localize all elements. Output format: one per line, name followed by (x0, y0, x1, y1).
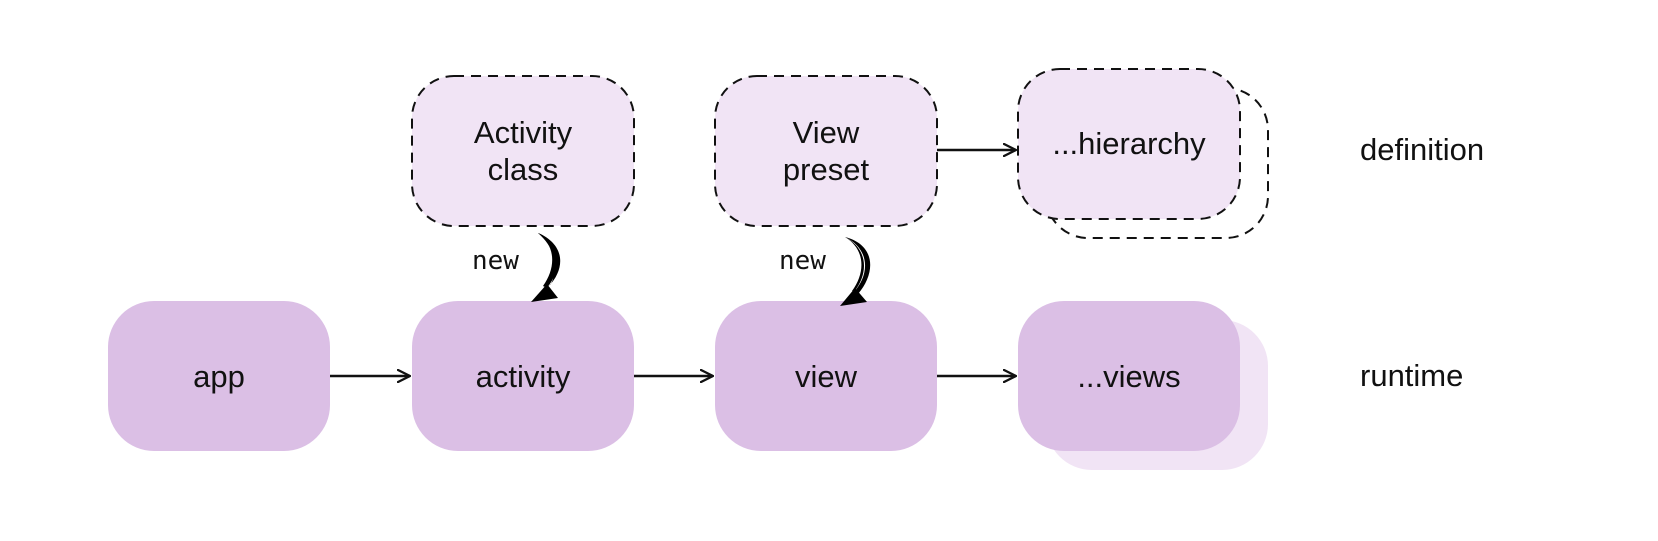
activity-new-arrowhead (531, 284, 558, 302)
view-label: view (795, 359, 858, 394)
view-node: view (715, 301, 937, 451)
hierarchy-node: ...hierarchy (1017, 68, 1269, 239)
view-preset-box (714, 75, 938, 227)
definition-row: Activity class View preset ...hierarchy … (411, 68, 1484, 239)
views-node: ...views (1018, 301, 1268, 470)
hierarchy-label: ...hierarchy (1052, 126, 1206, 161)
activity-new-curve-body (538, 233, 559, 288)
activity-new-arrow: new (472, 233, 561, 302)
definition-row-label: definition (1360, 132, 1484, 167)
views-label: ...views (1077, 359, 1180, 394)
activity-class-node: Activity class (411, 75, 635, 227)
runtime-row-label: runtime (1360, 358, 1463, 393)
view-preset-line1: View (793, 115, 860, 150)
activity-label: activity (476, 359, 571, 394)
app-label: app (193, 359, 245, 394)
activity-box (412, 301, 634, 451)
view-new-curve (845, 237, 864, 292)
view-new-label: new (779, 246, 826, 276)
view-new-arrow: new (779, 237, 871, 306)
activity-new-label: new (472, 246, 519, 276)
view-preset-line2: preset (783, 152, 870, 187)
view-new-arrowhead (840, 288, 867, 306)
activity-node: activity (412, 301, 634, 451)
activity-class-line2: class (488, 152, 559, 187)
view-box (715, 301, 937, 451)
activity-class-line1: Activity (474, 115, 573, 150)
views-box (1018, 301, 1240, 451)
view-preset-node: View preset (714, 75, 938, 227)
hierarchy-box (1017, 68, 1241, 220)
activity-class-box (411, 75, 635, 227)
app-node: app (108, 301, 330, 451)
app-box (108, 301, 330, 451)
view-new-curve-body (845, 237, 871, 294)
runtime-row: app activity view ...views runtime (108, 301, 1463, 470)
